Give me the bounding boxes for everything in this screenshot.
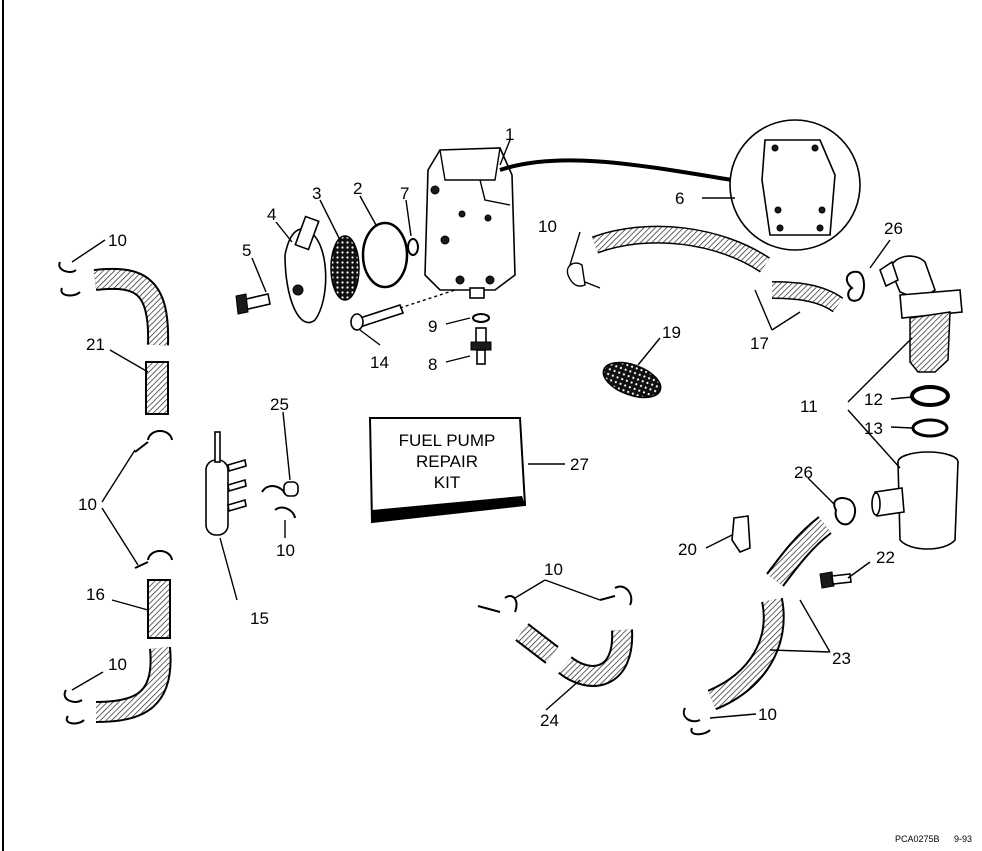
o-ring-13 xyxy=(911,418,949,438)
fitting-15 xyxy=(205,431,247,536)
clamp-10-b2 xyxy=(599,585,633,606)
callout-20: 20 xyxy=(678,540,697,559)
fitting-8 xyxy=(470,327,492,365)
screw-5 xyxy=(235,293,271,315)
clamp-10-top xyxy=(566,262,601,289)
screen-3 xyxy=(330,235,360,301)
pulse-line xyxy=(499,158,733,182)
callout-11: 11 xyxy=(800,397,818,416)
clamp-10-mid xyxy=(261,485,296,519)
callout-15: 15 xyxy=(250,609,269,628)
repair-kit-box: FUEL PUMP REPAIR KIT xyxy=(368,417,527,524)
cover-4 xyxy=(284,215,327,324)
callout-23: 23 xyxy=(832,649,851,668)
callout-21: 21 xyxy=(86,335,105,354)
callout-9: 9 xyxy=(428,317,437,336)
filter-screen-19 xyxy=(602,361,662,399)
figure-code: PCA0275B xyxy=(895,834,940,844)
callout-7: 7 xyxy=(400,184,409,203)
callout-8: 8 xyxy=(428,355,437,374)
callout-12: 12 xyxy=(864,390,883,409)
callout-25: 25 xyxy=(270,395,289,414)
callout-10-a: 10 xyxy=(108,231,127,250)
clamp-10-l3 xyxy=(134,550,173,569)
callout-26-b: 26 xyxy=(794,463,813,482)
callout-24: 24 xyxy=(540,711,559,730)
callout-10-b: 10 xyxy=(538,217,557,236)
hose-21 xyxy=(145,361,169,415)
callouts: 1 2 3 4 5 6 7 8 9 10 10 10 10 10 10 10 1… xyxy=(78,125,903,730)
clamp-10-l1 xyxy=(58,261,81,297)
diaphragm-ring-2 xyxy=(361,221,409,289)
callout-10-d: 10 xyxy=(276,541,295,560)
clamp-10-br xyxy=(682,707,711,736)
callout-5: 5 xyxy=(242,241,251,260)
callout-17: 17 xyxy=(750,334,769,353)
callout-4: 4 xyxy=(267,205,276,224)
fuel-pump-body xyxy=(424,147,516,299)
callout-3: 3 xyxy=(312,184,321,203)
callout-2: 2 xyxy=(353,179,362,198)
callout-14: 14 xyxy=(370,353,389,372)
gasket-detail-circle xyxy=(729,119,861,251)
callout-10-e: 10 xyxy=(108,655,127,674)
kit-line-1: FUEL PUMP xyxy=(399,431,496,450)
bracket-20 xyxy=(731,515,751,553)
callout-10-c: 10 xyxy=(78,495,97,514)
callout-6: 6 xyxy=(675,189,684,208)
callout-19: 19 xyxy=(662,323,681,342)
callout-16: 16 xyxy=(86,585,105,604)
callout-26-a: 26 xyxy=(884,219,903,238)
callout-27: 27 xyxy=(570,455,589,474)
filter-bowl xyxy=(871,451,959,550)
screw-22 xyxy=(819,571,852,589)
filter-upper xyxy=(879,255,963,373)
clamp-10-l2 xyxy=(134,430,173,453)
callout-10-f: 10 xyxy=(544,560,563,579)
clamp-10-b1 xyxy=(477,594,518,613)
bolt-14 xyxy=(350,304,405,331)
callout-1: 1 xyxy=(505,125,514,144)
callout-10-g: 10 xyxy=(758,705,777,724)
callout-13: 13 xyxy=(864,419,883,438)
figure-date: 9-93 xyxy=(954,834,972,844)
hose-16 xyxy=(147,579,171,639)
leader-lines xyxy=(71,139,913,719)
clamp-10-l4 xyxy=(63,689,85,725)
callout-22: 22 xyxy=(876,548,895,567)
cap-25 xyxy=(283,481,299,497)
o-ring-7 xyxy=(407,238,419,256)
kit-line-3: KIT xyxy=(434,473,460,492)
gasket-12 xyxy=(910,385,950,407)
clamp-26-mid xyxy=(833,497,856,526)
kit-line-2: REPAIR xyxy=(416,452,478,471)
clamp-26-top xyxy=(845,270,865,302)
washer-9 xyxy=(472,313,490,323)
